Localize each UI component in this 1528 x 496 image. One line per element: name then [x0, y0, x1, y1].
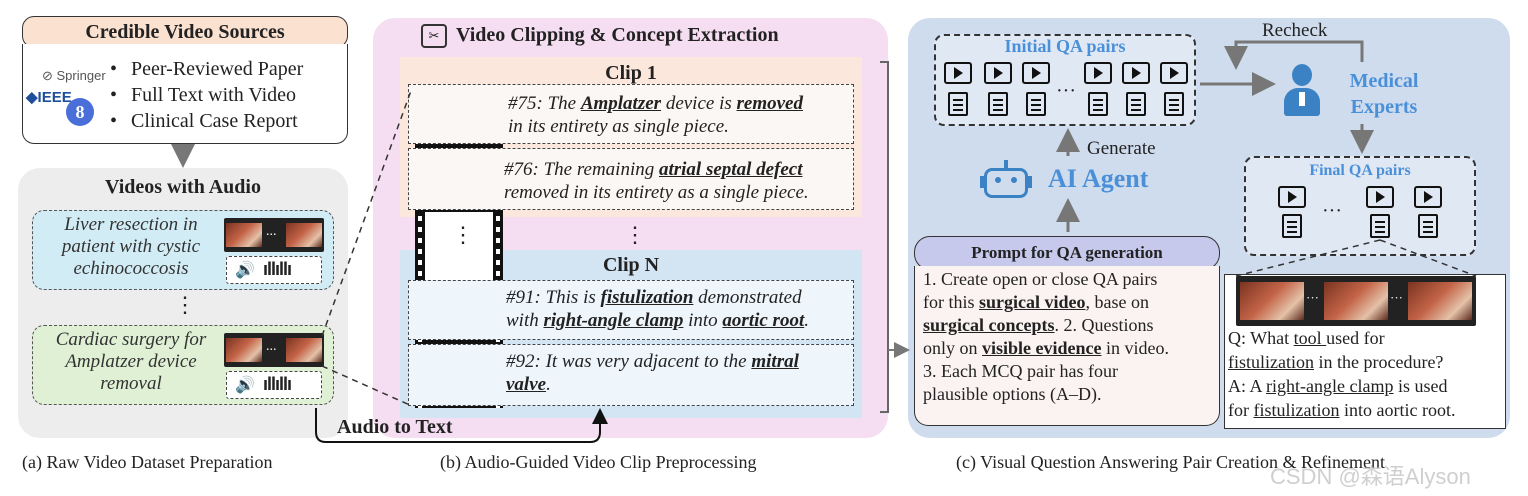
arrow-recheck: [1236, 42, 1362, 64]
zoom-line: [322, 366, 412, 406]
zoom-line: [322, 88, 412, 336]
bracket-clips: [880, 62, 888, 412]
zoom-line: [1236, 240, 1380, 276]
arrow-audio-to-text: [316, 408, 600, 442]
zoom-line: [1380, 240, 1476, 276]
